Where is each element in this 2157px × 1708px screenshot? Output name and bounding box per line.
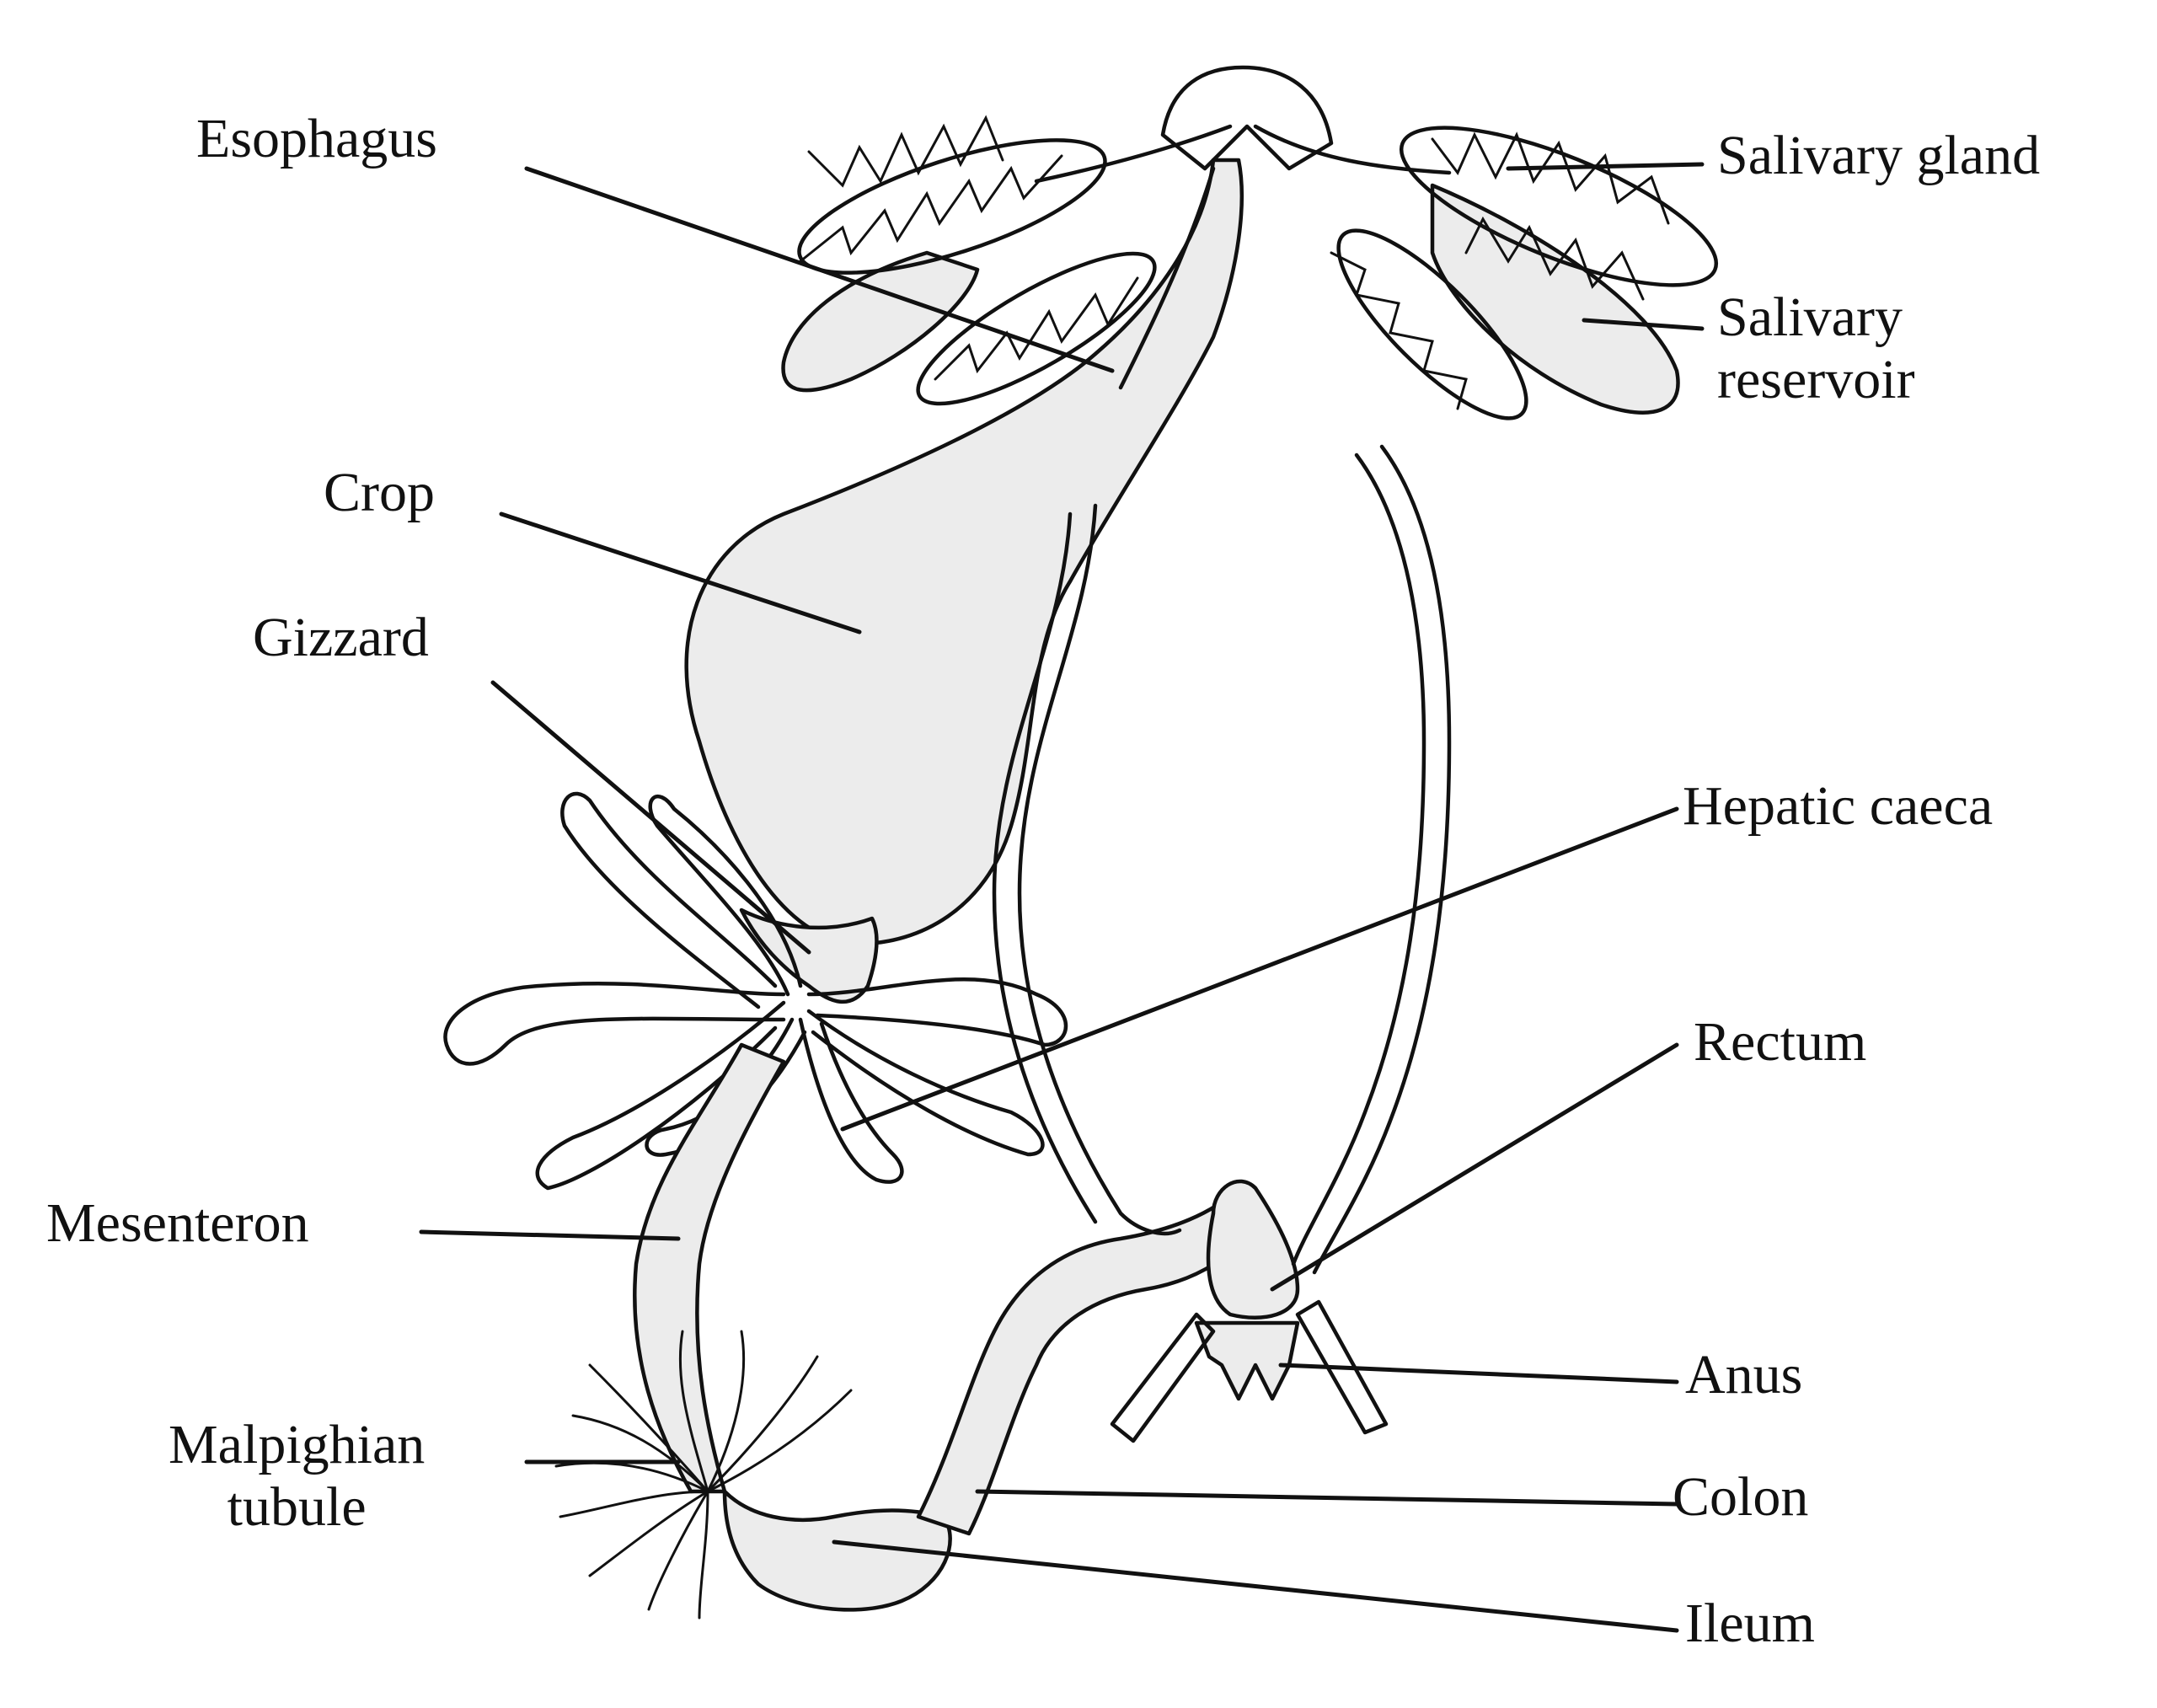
label-rectum: Rectum xyxy=(1694,1011,1867,1073)
esophagus xyxy=(1118,166,1216,390)
label-hepatic-caeca: Hepatic caeca xyxy=(1683,775,1994,837)
cerci xyxy=(1110,1299,1389,1443)
salivary-duct-right xyxy=(1253,124,1452,175)
label-salivary-gland: Salivary gland xyxy=(1717,125,2041,186)
mesenteron xyxy=(633,1042,786,1494)
label-salivary-reservoir-line2: reservoir xyxy=(1717,348,1915,410)
label-esophagus: Esophagus xyxy=(196,108,437,169)
salivary-reservoir-right xyxy=(1430,183,1680,415)
label-gizzard: Gizzard xyxy=(253,607,429,668)
label-anus: Anus xyxy=(1685,1344,1803,1405)
label-malpighian-tubule: Malpighian tubule xyxy=(169,1414,425,1539)
label-ileum: Ileum xyxy=(1685,1593,1815,1654)
label-mesenteron: Mesenteron xyxy=(46,1192,309,1254)
ileum xyxy=(722,1489,952,1612)
label-salivary-reservoir: Salivary reservoir xyxy=(1717,286,1915,411)
gizzard xyxy=(739,908,879,1004)
salivary-duct-left xyxy=(1034,124,1233,184)
mouthparts xyxy=(1160,65,1334,171)
rectum xyxy=(1206,1179,1300,1320)
label-crop: Crop xyxy=(324,462,435,523)
salivary-gland-right xyxy=(1330,126,1719,420)
anus xyxy=(1194,1320,1300,1401)
label-salivary-reservoir-line1: Salivary xyxy=(1717,286,1903,348)
leader-lines xyxy=(419,162,1705,1633)
label-colon: Colon xyxy=(1673,1466,1809,1528)
body-chain xyxy=(992,444,1452,1275)
label-malpighian-line1: Malpighian xyxy=(169,1414,426,1475)
label-malpighian-line2: tubule xyxy=(227,1475,367,1538)
salivary-gland-left xyxy=(797,115,1157,406)
salivary-reservoir-left xyxy=(781,250,980,393)
